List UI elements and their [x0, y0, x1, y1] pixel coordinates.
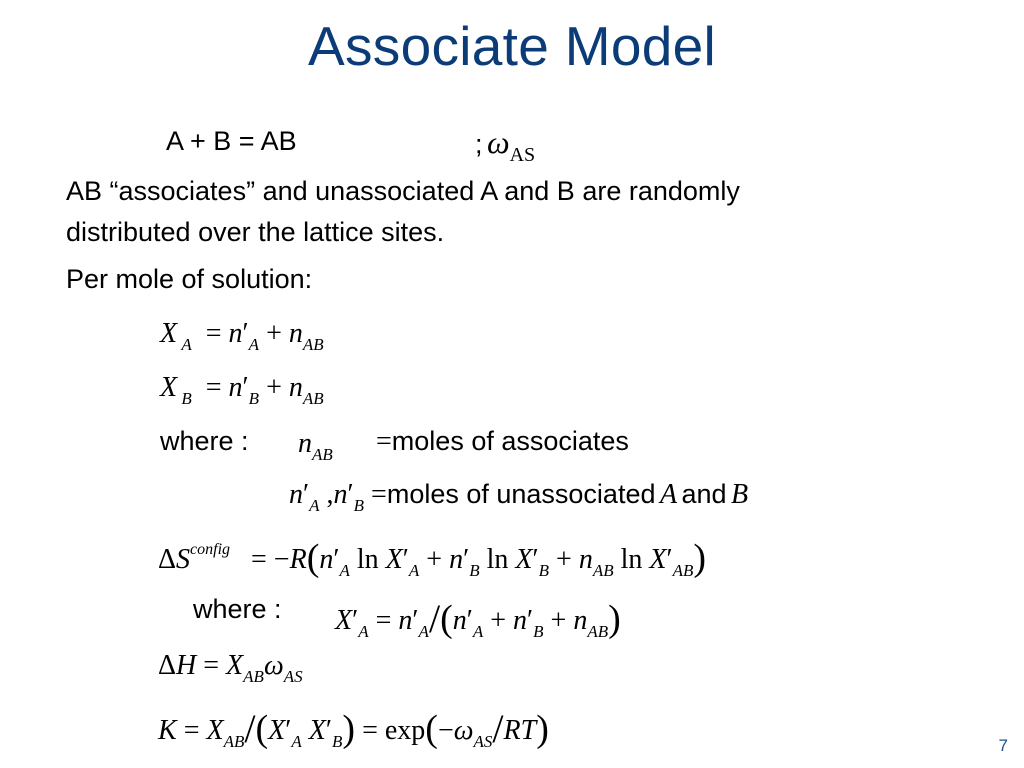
- def-nab-symbol: nAB: [298, 428, 333, 464]
- def-and-text: and: [681, 479, 727, 509]
- equation-xprime: X′A = n′A/(n′A + n′B + nAB): [335, 596, 621, 641]
- paragraph-per-mole: Per mole of solution:: [66, 264, 313, 294]
- equation-enthalpy: ΔH = XABωAS: [158, 650, 303, 686]
- paragraph-associates-line2: distributed over the lattice sites.: [66, 217, 445, 247]
- slide-title: Associate Model: [307, 15, 717, 77]
- omega-symbol: ω: [486, 124, 510, 160]
- where-label-2: where :: [193, 594, 282, 624]
- reaction-equation: A + B = AB: [166, 126, 297, 156]
- where-label-1: where :: [160, 426, 249, 456]
- def-unassociated: n′A ,n′B =moles of unassociated A and B: [289, 479, 749, 515]
- def-nab: =moles of associates: [376, 426, 629, 457]
- paragraph-associates-line1: AB “associates” and unassociated A and B…: [66, 176, 740, 206]
- equation-equilibrium-constant: K = XAB/(X′A X′B) = exp(−ωAS/RT): [158, 706, 549, 751]
- equation-xb: X B = n′B + nAB: [160, 372, 324, 408]
- def-nab-text: moles of associates: [391, 426, 629, 456]
- omega-subscript: AS: [509, 144, 536, 166]
- reaction-separator: ;: [475, 129, 483, 159]
- page-number: 7: [998, 736, 1008, 755]
- equation-entropy: ΔSconfig = −R(n′A ln X′A + n′B ln X′B + …: [158, 537, 707, 580]
- equation-xa: X A = n′A + nAB: [160, 318, 324, 354]
- reaction-parameter: ; ωAS: [475, 124, 535, 166]
- def-unassociated-text: moles of unassociated: [386, 479, 656, 509]
